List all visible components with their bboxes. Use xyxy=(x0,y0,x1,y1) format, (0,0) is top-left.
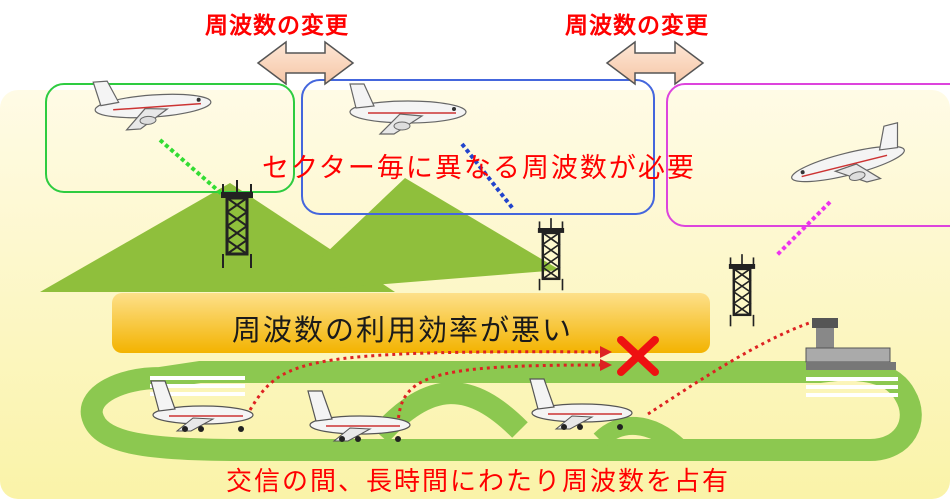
sector-box-green xyxy=(45,83,295,193)
efficiency-label: 周波数の利用効率が悪い xyxy=(232,313,574,347)
runway-stripes-right xyxy=(806,377,898,397)
radio-link-magenta xyxy=(774,200,832,258)
comm-path-1 xyxy=(248,350,601,411)
mountain-right xyxy=(285,178,560,292)
freq-change-label-right: 周波数の変更 xyxy=(565,13,709,39)
efficiency-banner xyxy=(112,293,710,353)
double-arrow-icon xyxy=(605,40,705,86)
runway-stripes-left xyxy=(150,376,245,396)
sector-frequency-label: セクター毎に異なる周波数が必要 xyxy=(262,153,696,184)
freq-change-label-left: 周波数の変更 xyxy=(205,13,349,39)
cross-mark-icon xyxy=(617,336,659,376)
sector-box-blue xyxy=(301,79,655,215)
double-arrow-icon xyxy=(256,40,355,86)
control-tower-icon xyxy=(805,318,896,370)
occupancy-label: 交信の間、長時間にわたり周波数を占有 xyxy=(226,467,731,497)
radio-link-blue xyxy=(460,142,516,212)
taxiway-loop xyxy=(80,358,922,461)
taxiway-cross xyxy=(371,382,528,443)
comm-path-3 xyxy=(647,320,813,416)
mountain-left xyxy=(40,183,395,292)
sector-box-magenta xyxy=(666,83,950,227)
